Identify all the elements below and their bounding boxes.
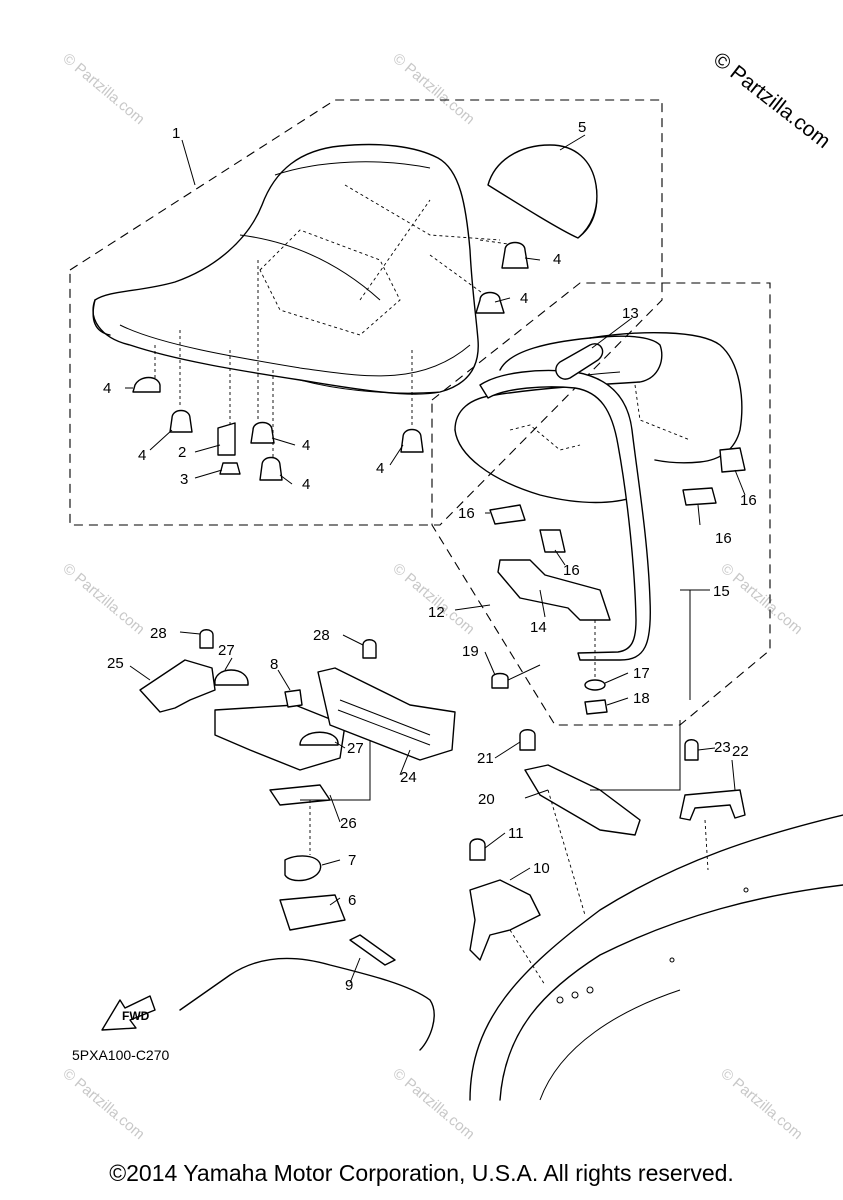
watermark-tile: © Partzilla.com (59, 560, 147, 638)
bracket-14 (497, 559, 611, 621)
bolt-19 (491, 672, 509, 689)
copyright-notice: ©2014 Yamaha Motor Corporation, U.S.A. A… (109, 1160, 734, 1186)
callout-7: 7 (348, 852, 356, 869)
callout-10: 10 (533, 860, 550, 877)
callout-17: 17 (633, 665, 650, 682)
callout-19: 19 (462, 643, 479, 660)
callout-8: 8 (270, 656, 278, 673)
watermark-tile: © Partzilla.com (59, 50, 147, 128)
callout-13: 13 (622, 305, 639, 322)
rider-seat-group-outline (69, 99, 663, 526)
callout-12: 12 (428, 604, 445, 621)
callout-5: 5 (578, 119, 586, 136)
fwd-arrow: FWD (101, 995, 156, 1031)
callout-4: 4 (138, 447, 146, 464)
rider-seat (92, 143, 516, 395)
callout-15: 15 (713, 583, 730, 600)
diagram-code: 5PXA100-C270 (72, 1047, 170, 1063)
watermark-tile: © Partzilla.com (389, 560, 477, 638)
grab-rail (479, 369, 652, 661)
callout-24: 24 (400, 769, 417, 786)
callout-4: 4 (376, 460, 384, 477)
watermark-tile: © Partzilla.com (717, 560, 805, 638)
callout-4: 4 (302, 476, 310, 493)
watermark-tile: © Partzilla.com (59, 1065, 147, 1143)
callout-27: 27 (218, 642, 235, 659)
callout-26: 26 (340, 815, 357, 832)
callout-2: 2 (178, 444, 186, 461)
callout-1: 1 (172, 125, 180, 142)
damper-guide-lines (154, 260, 413, 457)
watermark-tile: © Partzilla.com (389, 1065, 477, 1143)
collar-17 (584, 679, 606, 691)
callout-27: 27 (347, 740, 364, 757)
callout-25: 25 (107, 655, 124, 672)
callout-22: 22 (732, 743, 749, 760)
nut-18 (584, 699, 608, 715)
lower-bracket-assembly (139, 629, 456, 931)
callout-20: 20 (478, 791, 495, 808)
callout-23: 23 (714, 739, 731, 756)
callout-6: 6 (348, 892, 356, 909)
callout-4: 4 (553, 251, 561, 268)
callout-labels: 1 2 3 4 4 4 4 4 4 4 4 5 6 7 8 9 10 11 12… (103, 119, 757, 994)
callout-16: 16 (563, 562, 580, 579)
callout-4: 4 (302, 437, 310, 454)
callout-3: 3 (180, 471, 188, 488)
callout-28: 28 (150, 625, 167, 642)
watermark-corner: © Partzilla.com (709, 48, 835, 153)
bracket-16-group (489, 447, 746, 553)
callout-16: 16 (458, 505, 475, 522)
callout-21: 21 (477, 750, 494, 767)
callout-18: 18 (633, 690, 650, 707)
knob-13 (555, 343, 604, 380)
leader-lines (125, 134, 746, 984)
callout-11: 11 (508, 825, 524, 842)
seat-back-cushion (487, 144, 598, 239)
frame-parts (469, 729, 843, 1101)
callout-14: 14 (530, 619, 547, 636)
callout-16: 16 (740, 492, 757, 509)
callout-9: 9 (345, 977, 353, 994)
fwd-label: FWD (122, 1009, 150, 1023)
watermark-tile: © Partzilla.com (717, 1065, 805, 1143)
seat-cable (179, 957, 435, 1051)
watermark-tiles: © Partzilla.com © Partzilla.com © Partzi… (59, 50, 805, 1143)
callout-4: 4 (103, 380, 111, 397)
callout-28: 28 (313, 627, 330, 644)
callout-16: 16 (715, 530, 732, 547)
watermark-tile: © Partzilla.com (389, 50, 477, 128)
damper-group (132, 241, 529, 481)
callout-4: 4 (520, 290, 528, 307)
